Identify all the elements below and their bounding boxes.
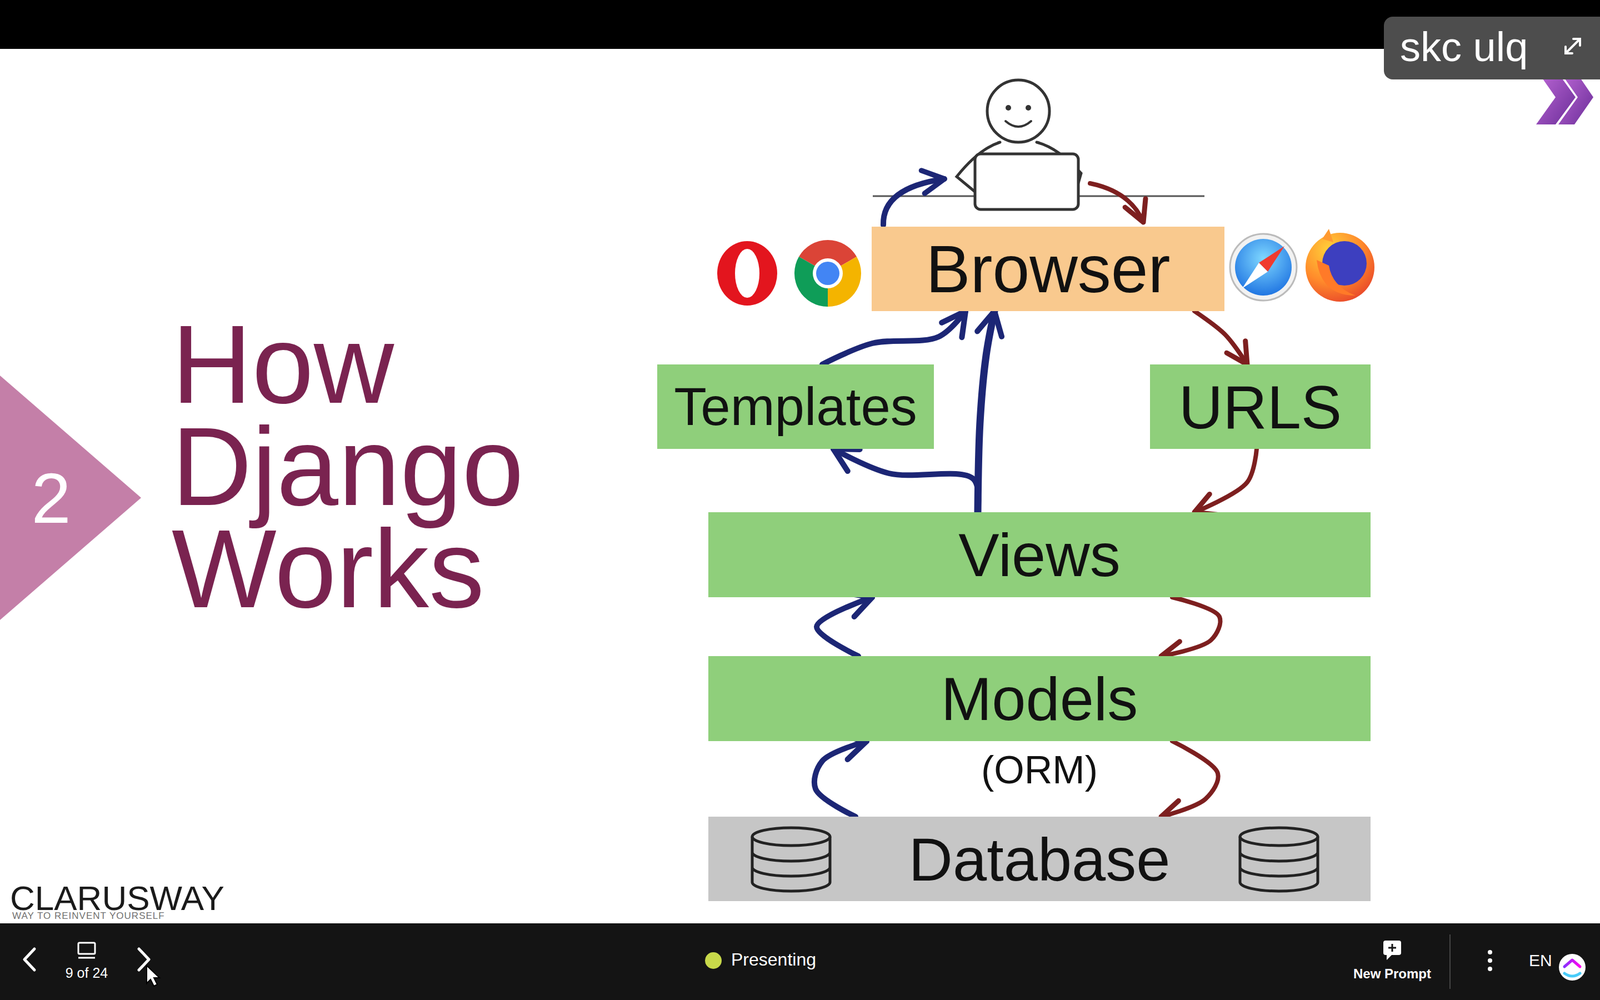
- node-label: Templates: [673, 377, 918, 437]
- toolbar: [0, 923, 1600, 1000]
- cylinder-top: [1240, 827, 1318, 846]
- firefox-tail: [1316, 260, 1356, 296]
- app-icon: [1564, 973, 1580, 977]
- firefox-icon: [1305, 232, 1375, 302]
- prompt-icon: [1383, 940, 1402, 955]
- expand-icon: [1565, 38, 1580, 54]
- response-arrow: [814, 741, 867, 817]
- templates-box: Templates: [657, 364, 934, 449]
- request-arrow: [1161, 741, 1219, 817]
- node-label: URLS: [1178, 373, 1342, 441]
- response-arrow: [822, 311, 966, 365]
- menu-dot: [1487, 966, 1493, 972]
- top-bar: [0, 0, 1600, 49]
- participant-name: skc ulq: [1400, 24, 1528, 70]
- prompt-icon: [1386, 955, 1392, 960]
- opera-icon-hole: [735, 248, 760, 298]
- opera-icon: [717, 241, 778, 306]
- response-arrow: [833, 448, 979, 513]
- menu-dot: [1487, 958, 1493, 963]
- views-band: Views: [708, 512, 1371, 598]
- safari-icon: [1235, 238, 1292, 296]
- node-label: Models: [941, 665, 1139, 733]
- response-arrow: [816, 597, 873, 657]
- slide-ground: [0, 48, 1600, 924]
- menu-dot: [1487, 950, 1493, 955]
- person-smile: [1005, 121, 1032, 127]
- plus-symbol: [1388, 943, 1397, 952]
- database-cylinder: [752, 827, 830, 892]
- section-number: 2: [22, 459, 80, 538]
- request-arrow: [1161, 597, 1221, 657]
- database-cylinder: [1240, 827, 1318, 892]
- firefox-ear: [1322, 228, 1334, 243]
- mouse-cursor: [146, 965, 160, 987]
- slide-counter: 9 of 24: [58, 965, 115, 982]
- chrome-icon: [816, 261, 840, 285]
- cylinder-body: [1240, 836, 1318, 892]
- response-arrow: [883, 178, 945, 225]
- cylinder-body: [752, 836, 830, 892]
- section-triangle: [0, 375, 142, 620]
- slide-title: How Django Works: [171, 313, 572, 620]
- response-arrow: [977, 311, 995, 513]
- safari-needle: [1242, 262, 1268, 289]
- prev-button: [24, 948, 35, 970]
- toolbar-divider: [1449, 934, 1451, 989]
- slides-icon: [78, 942, 95, 954]
- cylinder-top: [752, 827, 830, 846]
- safari-icon: [1230, 233, 1297, 301]
- status-dot: [705, 952, 722, 969]
- request-arrow: [1090, 183, 1144, 223]
- participant-overlay: [1383, 16, 1600, 80]
- toolbar-button-label: New Prompt: [1353, 966, 1432, 982]
- request-arrow: [1194, 448, 1257, 513]
- person-head: [987, 80, 1050, 143]
- node-label: Browser: [925, 232, 1170, 306]
- status-text: Presenting: [731, 950, 817, 970]
- node-label: Database: [908, 825, 1171, 893]
- person-eye: [1005, 105, 1012, 111]
- node-label: Views: [958, 521, 1120, 589]
- chrome-icon: [812, 258, 843, 289]
- person-eye: [1025, 105, 1032, 111]
- brand-tagline: WAY TO REINVENT YOURSELF: [12, 911, 165, 922]
- node-sublabel: (ORM): [708, 748, 1371, 792]
- slides-icon: [78, 957, 95, 959]
- urls-box: URLS: [1150, 364, 1371, 449]
- app-icon: [1564, 960, 1580, 967]
- browser-box: Browser: [871, 226, 1225, 312]
- models-band: Models(ORM): [708, 656, 1371, 742]
- database-band: Database: [708, 816, 1371, 902]
- request-arrow: [1194, 311, 1248, 365]
- app-icon: [1558, 953, 1586, 981]
- language-code: EN: [1528, 951, 1553, 970]
- laptop: [975, 153, 1079, 210]
